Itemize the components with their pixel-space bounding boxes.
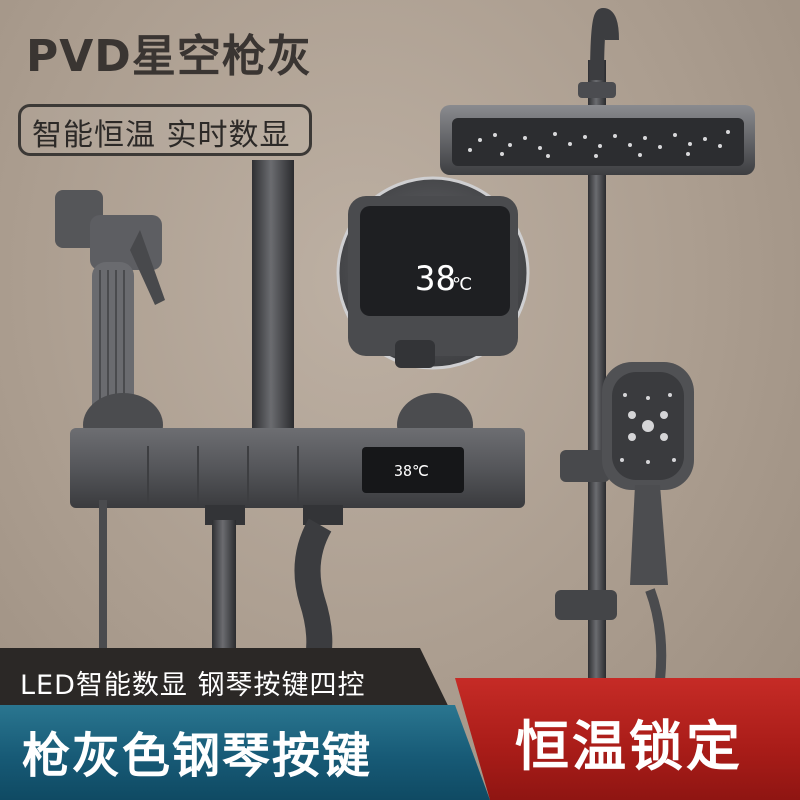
zoom-temperature: 38	[415, 259, 456, 299]
red-banner	[455, 678, 800, 800]
zoom-temperature-unit: ℃	[452, 274, 472, 295]
piano-keys	[147, 446, 299, 504]
panel-temperature: 38℃	[394, 462, 429, 480]
blue-banner-text: 枪灰色钢琴按键	[22, 728, 373, 784]
subtitle: 智能恒温 实时数显	[32, 118, 291, 153]
subtitle-frame	[18, 104, 312, 156]
panel-display	[362, 447, 464, 493]
blue-banner	[0, 705, 490, 800]
feature-text: LED智能数显 钢琴按键四控	[20, 670, 366, 701]
shower-nozzles	[468, 130, 730, 158]
page-title: PVD星空枪灰	[26, 31, 312, 82]
riser-pipe	[588, 60, 606, 680]
center-pipe	[252, 160, 294, 440]
gooseneck-pipe	[590, 7, 619, 81]
red-banner-text: 恒温锁定	[515, 715, 743, 778]
zoom-display-screen	[360, 206, 510, 316]
